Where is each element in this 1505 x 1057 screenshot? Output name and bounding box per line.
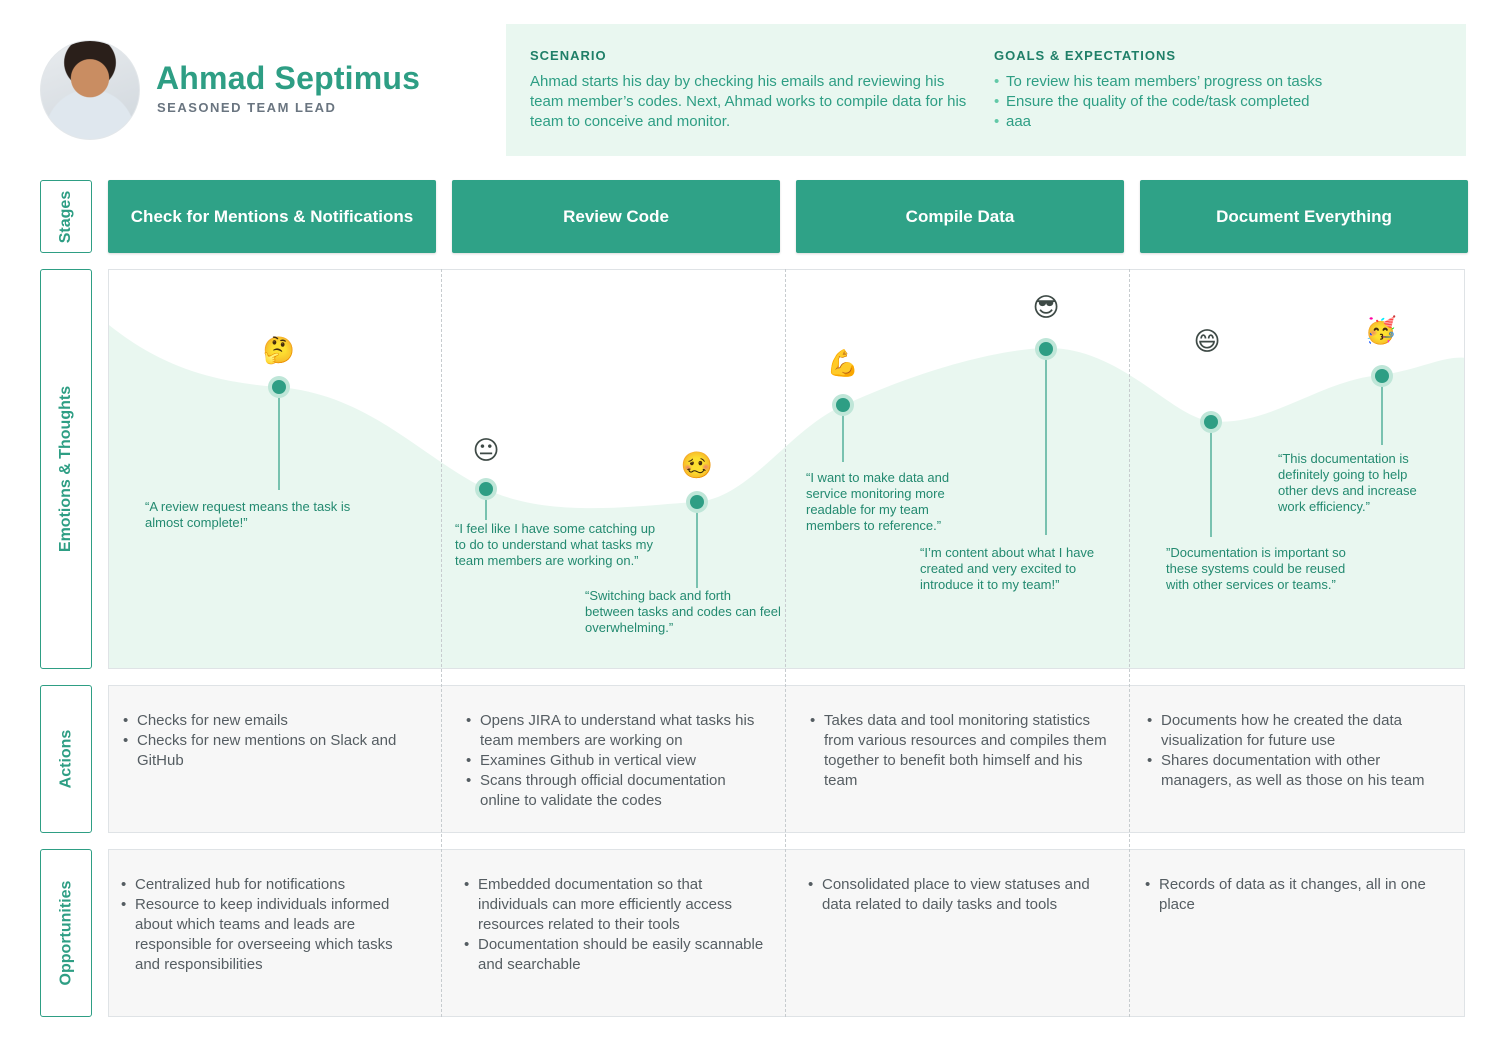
opportunity-item: Embedded documentation so that individua… [464, 875, 764, 935]
stage-divider [785, 269, 786, 1017]
row-label-text: Opportunities [57, 880, 75, 986]
opportunity-item: Centralized hub for notifications [121, 875, 421, 895]
emotion-quote: “A review request means the task is almo… [145, 499, 351, 530]
action-item: Checks for new mentions on Slack and Git… [123, 731, 423, 771]
thinking-face-icon: 🤔 [262, 335, 296, 365]
action-item: Opens JIRA to understand what tasks his … [466, 711, 766, 751]
emotion-quote: “I feel like I have some catching up to … [455, 521, 656, 568]
emotion-point [1375, 369, 1389, 383]
goals-list: To review his team members’ progress on … [994, 72, 1454, 132]
stage-divider [1129, 269, 1130, 1017]
opportunities-list-stage-2: Embedded documentation so that individua… [464, 875, 764, 975]
grinning-face-icon: 😄 [1193, 326, 1221, 356]
action-item: Takes data and tool monitoring statistic… [810, 711, 1110, 791]
emotion-curve [109, 325, 1464, 668]
emotion-point [479, 482, 493, 496]
persona-avatar [40, 40, 140, 140]
flexed-biceps-icon: 💪 [826, 348, 860, 378]
action-item: Checks for new emails [123, 711, 423, 731]
goal-item: Ensure the quality of the code/task comp… [994, 92, 1454, 112]
action-item: Documents how he created the data visual… [1147, 711, 1447, 751]
goal-item: aaa [994, 112, 1454, 132]
opportunity-item: Documentation should be easily scannable… [464, 935, 764, 975]
emotion-curve-panel: 🤔 😐 🥴 💪 😎 😄 🥳 “A review request means th… [108, 269, 1465, 669]
opportunities-list-stage-3: Consolidated place to view statuses and … [808, 875, 1108, 915]
stage-check-mentions: Check for Mentions & Notifications [108, 180, 436, 253]
emotion-points [268, 338, 1393, 513]
persona-name: Ahmad Septimus [156, 60, 421, 96]
stage-review-code: Review Code [452, 180, 780, 253]
row-label-emotions: Emotions & Thoughts [40, 269, 92, 669]
opportunities-list-stage-4: Records of data as it changes, all in on… [1145, 875, 1445, 915]
scenario-panel: SCENARIO Ahmad starts his day by checkin… [506, 24, 1466, 156]
opportunity-item: Consolidated place to view statuses and … [808, 875, 1108, 915]
emotion-quote: “Switching back and forth between tasks … [585, 588, 781, 635]
woozy-face-icon: 🥴 [680, 450, 714, 480]
emotion-point [1039, 342, 1053, 356]
emotion-point [690, 495, 704, 509]
scenario-text: Ahmad starts his day by checking his ema… [530, 73, 967, 130]
goal-item: To review his team members’ progress on … [994, 72, 1454, 92]
actions-list-stage-4: Documents how he created the data visual… [1147, 711, 1447, 791]
stage-document-everything: Document Everything [1140, 180, 1468, 253]
actions-list-stage-3: Takes data and tool monitoring statistic… [810, 711, 1110, 791]
actions-list-stage-2: Opens JIRA to understand what tasks his … [466, 711, 766, 811]
emotion-point [836, 398, 850, 412]
stage-compile-data: Compile Data [796, 180, 1124, 253]
emotion-quote: “This documentation is definitely going … [1278, 451, 1417, 514]
stage-divider [441, 269, 442, 1017]
emotion-curve-area [109, 325, 1464, 668]
emotion-point [272, 380, 286, 394]
partying-face-icon: 🥳 [1364, 315, 1398, 345]
row-label-text: Actions [57, 729, 75, 789]
row-label-actions: Actions [40, 685, 92, 833]
scenario-heading: SCENARIO [530, 48, 607, 63]
row-label-text: Stages [57, 190, 74, 243]
emotion-quote: “I want to make data and service monitor… [806, 470, 950, 533]
emotion-point [1204, 415, 1218, 429]
emotion-quote: ”Documentation is important so these sys… [1166, 545, 1346, 592]
opportunities-panel: Centralized hub for notifications Resour… [108, 849, 1465, 1017]
action-item: Examines Github in vertical view [466, 751, 766, 771]
opportunity-item: Records of data as it changes, all in on… [1145, 875, 1445, 915]
row-label-stages: Stages [40, 180, 92, 253]
goals-heading: GOALS & EXPECTATIONS [994, 48, 1177, 63]
persona-role: SEASONED TEAM LEAD [157, 100, 337, 115]
actions-list-stage-1: Checks for new emails Checks for new men… [123, 711, 423, 771]
action-item: Shares documentation with other managers… [1147, 751, 1447, 791]
opportunity-item: Resource to keep individuals informed ab… [121, 895, 421, 975]
row-label-text: Emotions & Thoughts [57, 385, 75, 553]
opportunities-list-stage-1: Centralized hub for notifications Resour… [121, 875, 421, 975]
neutral-face-icon: 😐 [472, 435, 500, 465]
action-item: Scans through official documentation onl… [466, 771, 766, 811]
actions-panel: Checks for new emails Checks for new men… [108, 685, 1465, 833]
sunglasses-face-icon: 😎 [1032, 292, 1060, 322]
emotion-quote: “I’m content about what I have created a… [920, 545, 1095, 592]
row-label-opportunities: Opportunities [40, 849, 92, 1017]
